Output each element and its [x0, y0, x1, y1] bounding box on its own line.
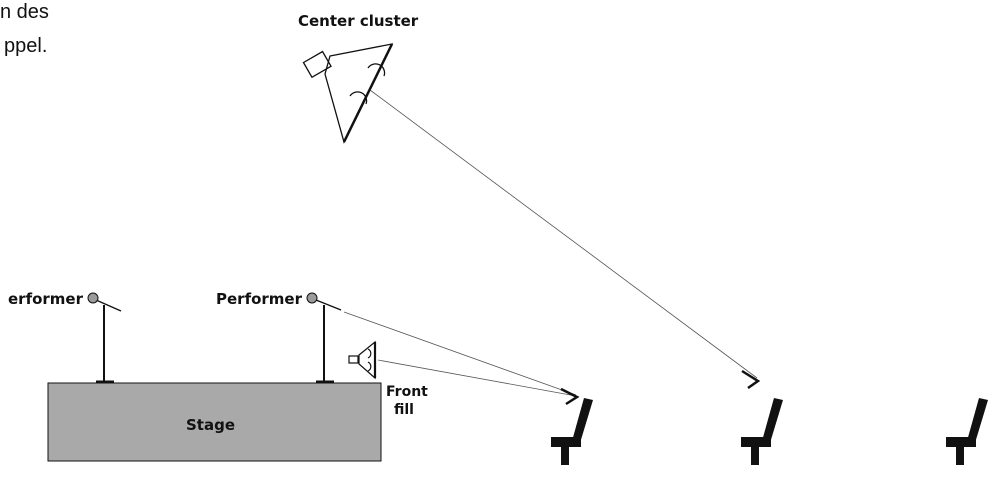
front-fill-sound-path — [377, 359, 577, 397]
front-fill-label-line-1: Front — [386, 384, 428, 400]
stage-label: Stage — [186, 416, 235, 434]
seat-rear-icon — [946, 398, 988, 465]
center-cluster-cone-top — [367, 63, 386, 77]
front-fill-driver — [348, 355, 359, 364]
seat-middle-icon — [741, 398, 783, 465]
center-cluster-horn — [324, 43, 394, 144]
performer-right-mic-stand — [306, 292, 342, 384]
front-fill-speaker — [348, 340, 377, 380]
performer-left-mic-icon — [87, 292, 99, 304]
center-cluster-label: Center cluster — [298, 12, 419, 30]
performer-right-mic-icon — [306, 292, 318, 304]
performer-sound-path — [343, 311, 577, 396]
center-cluster-arrowhead — [741, 369, 761, 390]
center-cluster-cone-bottom — [349, 91, 368, 105]
front-row-arrowhead — [560, 387, 580, 406]
performer-right-label: Performer — [216, 290, 303, 308]
front-fill-horn — [358, 340, 376, 380]
performer-left-label: erformer — [8, 290, 84, 308]
stage — [47, 382, 382, 462]
caption-line-1: n des — [0, 1, 49, 23]
caption-line-2: ppel. — [4, 35, 47, 57]
center-cluster-driver — [302, 50, 332, 79]
center-cluster-speaker — [302, 43, 394, 144]
center-cluster-sound-path — [369, 89, 758, 379]
front-fill-label-line-2: fill — [394, 402, 414, 418]
seat-front-icon — [551, 398, 593, 465]
center-cluster-front — [342, 43, 394, 143]
performer-left-mic-stand — [87, 292, 122, 384]
